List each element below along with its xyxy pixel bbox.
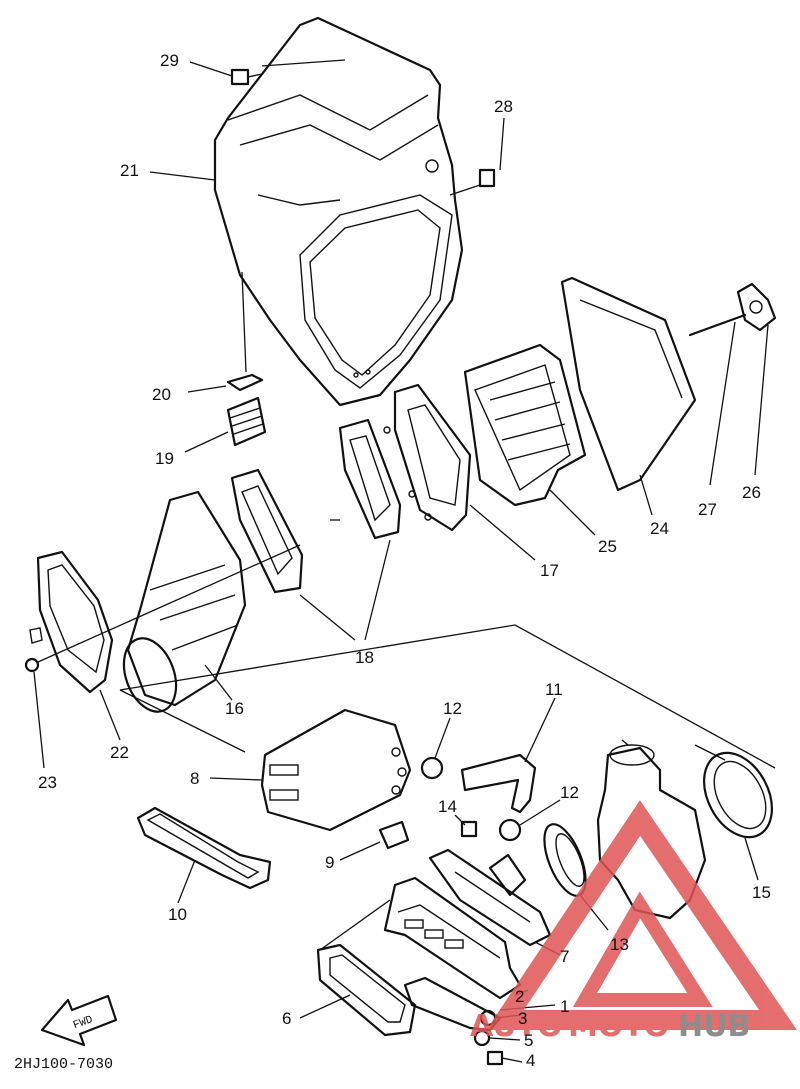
label-26: 26 <box>742 483 761 502</box>
air-filter-element-24 <box>560 276 697 516</box>
label-11: 11 <box>545 680 563 699</box>
filter-guide-25 <box>463 343 596 536</box>
logo-text-moto: MOTO <box>568 1009 669 1044</box>
bolt-4 <box>486 1050 523 1066</box>
logo-text-auto: AUTO <box>470 1009 563 1044</box>
label-23: 23 <box>38 773 57 792</box>
bolt-29 <box>189 59 346 86</box>
gasket-6 <box>299 899 417 1037</box>
decal-9 <box>339 820 410 861</box>
reed-valve-17 <box>383 383 536 561</box>
logo-text-hub: HUB <box>678 1009 750 1044</box>
label-4: 4 <box>526 1051 535 1070</box>
label-16: 16 <box>225 699 244 718</box>
hose-clamp-15 <box>694 744 773 881</box>
label-1: 1 <box>560 997 569 1016</box>
clamp-12-upper <box>420 717 451 780</box>
joint-19 <box>184 396 267 453</box>
label-13: 13 <box>610 935 629 954</box>
automotohub-logo: AUTO MOTO HUB <box>470 800 797 1044</box>
band-10 <box>136 806 272 904</box>
hose-11 <box>460 697 556 814</box>
label-19: 19 <box>155 449 174 468</box>
clamp-12-lower <box>498 799 561 842</box>
carburetor <box>596 739 707 920</box>
label-12-lower: 12 <box>560 783 579 802</box>
gasket-18a <box>338 418 402 540</box>
diagram-code: 2HJ100-7030 <box>14 1056 113 1073</box>
label-21: 21 <box>120 161 139 180</box>
label-24: 24 <box>650 519 669 538</box>
label-18: 18 <box>355 648 374 667</box>
fwd-arrow-icon: FWD <box>40 994 118 1047</box>
air-filter-case <box>213 16 464 407</box>
label-8: 8 <box>190 769 199 788</box>
label-9: 9 <box>325 853 334 872</box>
label-2: 2 <box>515 987 524 1006</box>
gasket-18b <box>230 468 304 594</box>
label-6: 6 <box>282 1009 291 1028</box>
bolt-14 <box>454 814 478 838</box>
bolt-28 <box>449 117 505 196</box>
gasket-22 <box>29 550 121 741</box>
label-28: 28 <box>494 97 513 116</box>
label-12-upper: 12 <box>443 699 462 718</box>
clamp-20 <box>187 271 264 393</box>
label-22: 22 <box>110 743 129 762</box>
label-7: 7 <box>560 947 569 966</box>
label-29: 29 <box>160 51 179 70</box>
assembly-boundary <box>119 519 776 769</box>
label-17: 17 <box>540 561 559 580</box>
label-27: 27 <box>698 500 717 519</box>
label-3: 3 <box>518 1009 527 1028</box>
wing-nut-26 <box>736 282 777 476</box>
label-14: 14 <box>438 797 457 816</box>
bolt-23 <box>24 544 301 769</box>
nut-5 <box>473 1029 521 1047</box>
label-20: 20 <box>152 385 171 404</box>
part-labels: 29 28 21 20 19 27 26 24 25 17 18 16 22 2… <box>38 51 771 1070</box>
label-10: 10 <box>168 905 187 924</box>
cover-8 <box>209 708 412 832</box>
label-5: 5 <box>524 1031 533 1050</box>
bolt-27 <box>688 313 747 486</box>
intake-joint-16 <box>122 490 247 713</box>
label-25: 25 <box>598 537 617 556</box>
label-15: 15 <box>752 883 771 902</box>
